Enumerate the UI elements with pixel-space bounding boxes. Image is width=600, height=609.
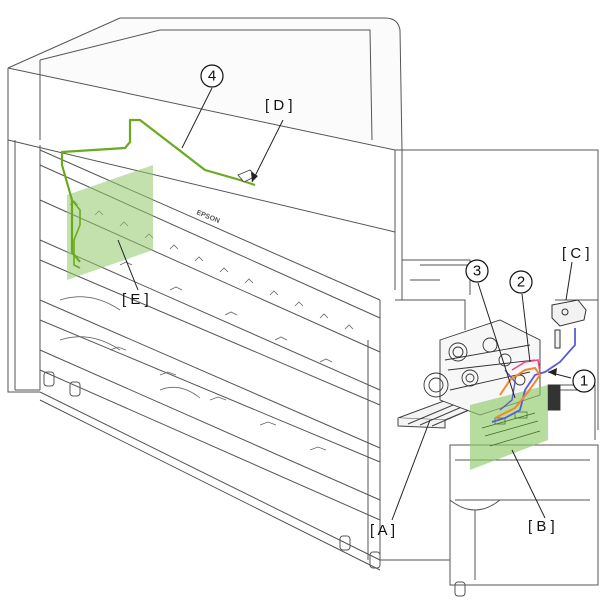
brand-logo: EPSON bbox=[195, 209, 220, 225]
callout-2: 2 bbox=[509, 270, 533, 294]
cable-4-green-branch bbox=[71, 199, 81, 269]
board-b-detail bbox=[481, 411, 541, 447]
callout-1: 1 bbox=[572, 369, 596, 393]
printer-body bbox=[7, 17, 599, 597]
label-C: [ C ] bbox=[562, 245, 590, 262]
cable-blue bbox=[491, 328, 576, 423]
callout-1-number: 1 bbox=[580, 373, 588, 390]
label-A: [ A ] bbox=[370, 522, 395, 539]
label-B: [ B ] bbox=[528, 518, 555, 535]
callout-2-number: 2 bbox=[517, 274, 525, 291]
highlight-region-B bbox=[470, 385, 548, 470]
arrow-head-1 bbox=[548, 368, 557, 376]
callout-4: 4 bbox=[200, 64, 224, 88]
leader-lines bbox=[117, 87, 573, 521]
part-C-bracket bbox=[551, 299, 587, 349]
highlight-region-E bbox=[67, 165, 153, 280]
cable-4-green bbox=[60, 118, 256, 263]
cable-pink bbox=[511, 359, 541, 373]
cable-blue-2 bbox=[499, 369, 516, 411]
callout-3: 3 bbox=[465, 259, 489, 283]
callout-3-number: 3 bbox=[473, 263, 481, 280]
callout-4-number: 4 bbox=[208, 68, 216, 85]
label-E: [ E ] bbox=[122, 291, 149, 308]
cable-orange bbox=[494, 366, 542, 419]
label-D: [ D ] bbox=[265, 97, 293, 114]
arrow-head-D bbox=[251, 172, 258, 182]
